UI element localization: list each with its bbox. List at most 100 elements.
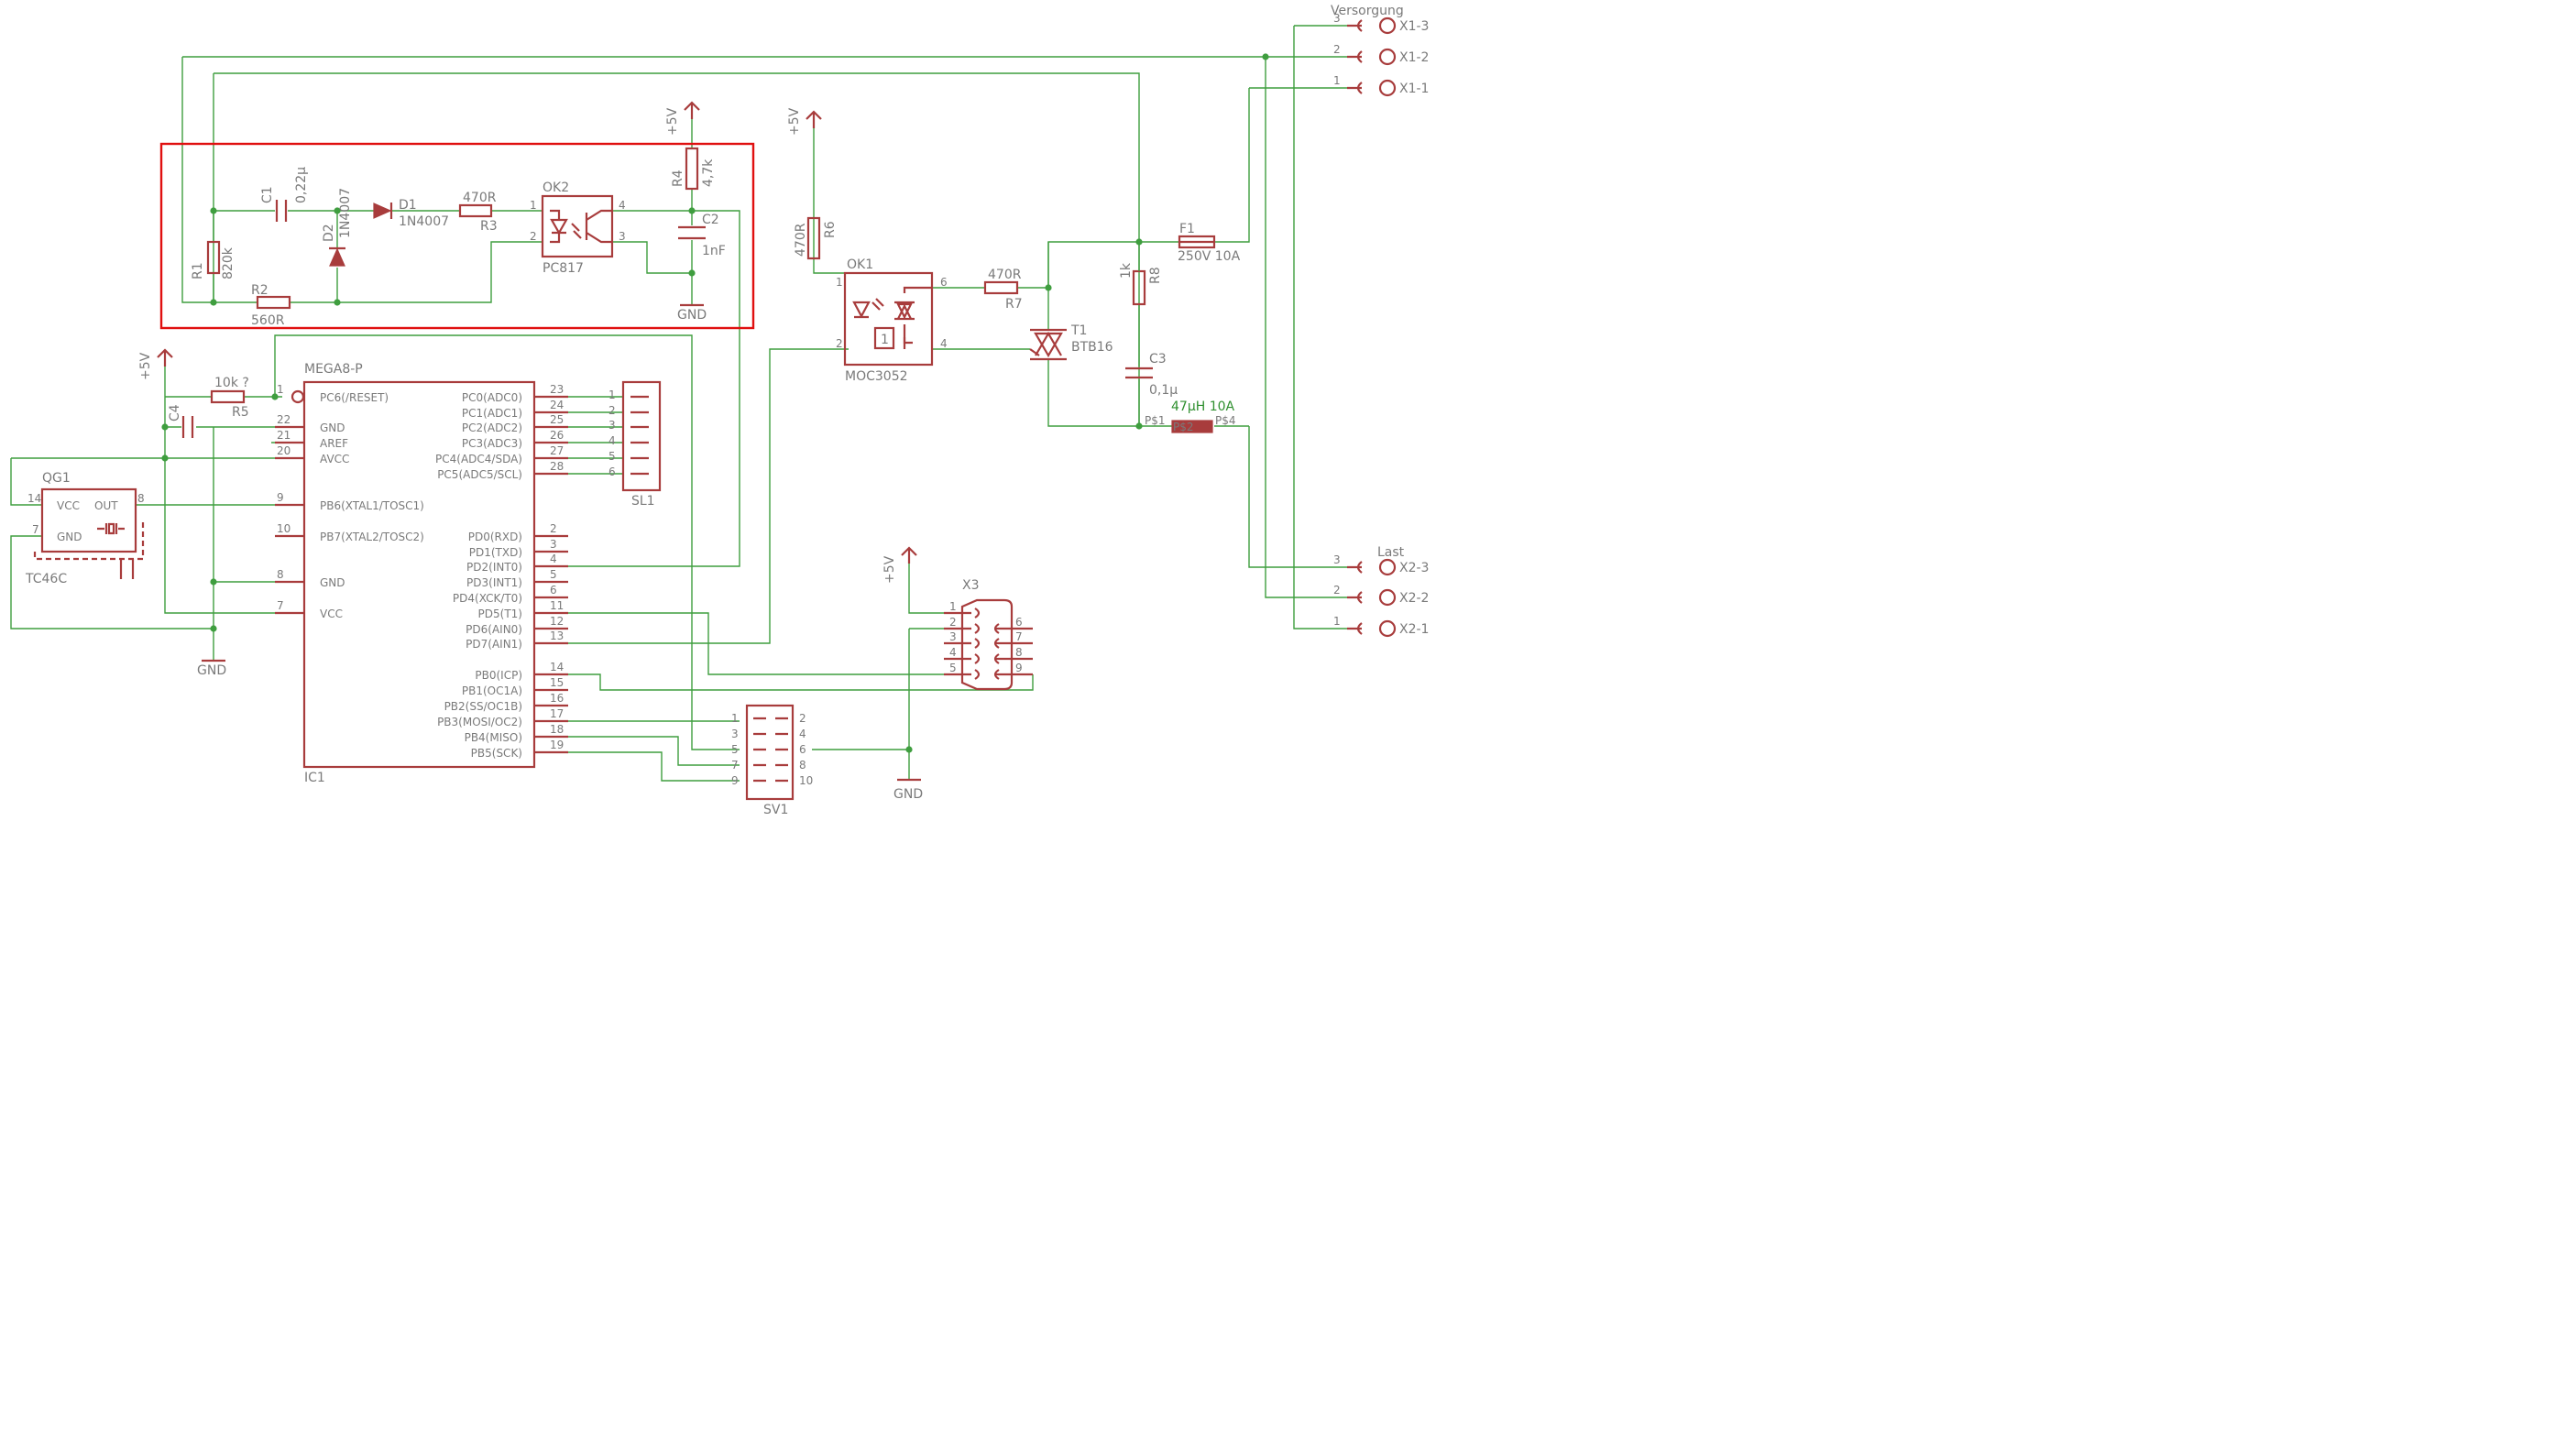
svg-text:5: 5: [731, 743, 739, 756]
svg-text:470R: 470R: [794, 223, 808, 257]
svg-text:9: 9: [1015, 662, 1023, 674]
capacitor-c4: C4: [168, 404, 194, 438]
svg-text:C3: C3: [1149, 352, 1167, 367]
mcu-pin-number: 21: [277, 429, 290, 442]
x1-1-label: X1-1: [1399, 82, 1429, 96]
mcu-pin-name: PD0(RXD): [468, 531, 522, 543]
x1-3-terminal: 3 X1-3: [1333, 12, 1429, 35]
x2-2-label: X2-2: [1399, 591, 1429, 606]
sl1-pin: 6: [608, 465, 649, 478]
svg-text:2: 2: [608, 404, 616, 417]
svg-text:250V 10A: 250V 10A: [1178, 249, 1241, 264]
svg-text:1N4007: 1N4007: [338, 188, 353, 238]
svg-text:470R: 470R: [988, 268, 1022, 282]
svg-text:VCC: VCC: [57, 499, 80, 512]
svg-text:PC817: PC817: [543, 261, 584, 276]
svg-text:4,7k: 4,7k: [701, 159, 716, 187]
svg-text:1: 1: [1333, 615, 1341, 628]
x2-1-terminal: 1 X2-1: [1333, 615, 1429, 638]
svg-text:SL1: SL1: [631, 494, 655, 509]
svg-text:BTB16: BTB16: [1071, 340, 1113, 355]
svg-text:GND: GND: [57, 531, 82, 543]
svg-text:1: 1: [608, 389, 616, 401]
x3-pin: 9: [993, 662, 1033, 680]
inductor-l1: 47µH 10A P$1 P$2 P$4: [1145, 400, 1236, 433]
svg-text:7: 7: [731, 759, 739, 772]
svg-text:4: 4: [940, 337, 948, 350]
mcu-pin-number: 3: [550, 538, 557, 551]
x2-3-terminal: 3 X2-3: [1333, 553, 1429, 576]
sl1-pin: 2: [608, 404, 649, 417]
capacitor-c3: C3 0,1µ: [1125, 352, 1178, 398]
svg-text:1: 1: [530, 199, 537, 212]
diode-d1: D1 1N4007: [373, 198, 449, 229]
mcu-pin-name: PD7(AIN1): [466, 638, 522, 651]
svg-text:C4: C4: [168, 404, 182, 421]
mcu-pin-name: PC4(ADC4/SDA): [435, 453, 522, 465]
svg-text:3: 3: [608, 419, 616, 432]
mcu-pin-number: 10: [277, 522, 290, 535]
mcu-pin-number: 13: [550, 629, 564, 642]
mcu-right-pins: 23PC0(ADC0)24PC1(ADC1)25PC2(ADC2)26PC3(A…: [435, 383, 568, 760]
mcu-pin-name: PB3(MOSI/OC2): [437, 716, 522, 728]
mcu-pin-name: PD5(T1): [478, 608, 522, 620]
x1-2-terminal: 2 X1-2: [1333, 43, 1429, 66]
mcu-pin-name: PB5(SCK): [471, 747, 522, 760]
mcu-pin-number: 20: [277, 444, 290, 457]
mcu-pin-name: PD1(TXD): [469, 546, 522, 559]
versorgung-label: Versorgung: [1331, 4, 1404, 18]
schematic-canvas: Versorgung 3 X1-3 2 X1-2 1 X1-1 Last 3 X…: [10, 4, 1429, 817]
svg-text:6: 6: [799, 743, 806, 756]
svg-text:7: 7: [32, 523, 39, 536]
resistor-r5: 10k ? R5: [210, 376, 249, 420]
last-label: Last: [1377, 545, 1405, 560]
svg-text:0,22µ: 0,22µ: [294, 167, 309, 203]
vcc-symbol-ok2: +5V: [665, 101, 700, 136]
svg-text:R1: R1: [191, 262, 205, 279]
mcu-pin-number: 15: [550, 676, 564, 689]
mcu-pin-number: 11: [550, 599, 564, 612]
oscillator-qg1: QG1 VCC OUT GND 14 7 8 TC46C: [25, 471, 145, 586]
mcu-pin-name: PB1(OC1A): [462, 684, 522, 697]
mcu-pin-number: 9: [277, 491, 284, 504]
resistor-r1: R1 820k: [191, 240, 236, 279]
svg-text:OK2: OK2: [543, 181, 569, 195]
x1-2-label: X1-2: [1399, 50, 1429, 65]
svg-text:OUT: OUT: [94, 499, 118, 512]
x3-pin: 4: [944, 646, 981, 664]
mcu-pin-name: PC2(ADC2): [462, 421, 522, 434]
svg-text:5: 5: [949, 662, 957, 674]
svg-text:GND: GND: [893, 787, 923, 802]
mcu-pin-name: VCC: [320, 608, 343, 620]
mcu-pin-name: PC5(ADC5/SCL): [437, 468, 522, 481]
svg-text:T1: T1: [1070, 323, 1087, 338]
svg-text:2: 2: [1333, 43, 1341, 56]
resistor-r4: R4 4,7k: [671, 147, 716, 191]
x3-pin: 1: [944, 600, 981, 619]
sl1-pin: 1: [608, 389, 649, 401]
mcu-pin-number: 16: [550, 692, 564, 705]
mcu-pin-number: 7: [277, 599, 284, 612]
svg-text:10: 10: [799, 774, 813, 787]
svg-text:4: 4: [799, 728, 806, 740]
svg-text:560R: 560R: [251, 313, 285, 328]
svg-text:+5V: +5V: [138, 352, 153, 380]
svg-text:+5V: +5V: [787, 107, 802, 136]
vcc-symbol-r6: +5V: [787, 107, 822, 136]
